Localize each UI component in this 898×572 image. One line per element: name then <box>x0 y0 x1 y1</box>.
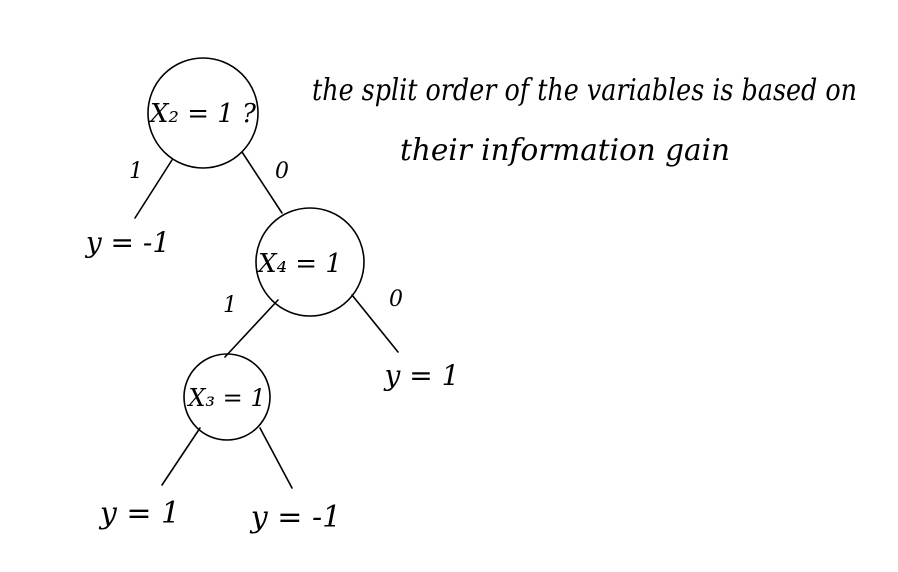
edge-label-x4-right: 0 <box>389 287 403 312</box>
note-line-2: their information gain <box>400 133 730 168</box>
leaf-4: y = -1 <box>249 500 341 535</box>
edge-x3-to-leaf-3 <box>161 427 201 486</box>
node-x2-label: X₂ = 1 ? <box>148 99 257 129</box>
edge-label-x4-left: 1 <box>223 293 237 318</box>
edge-x4-to-leaf-2 <box>351 294 399 353</box>
edge-x4-to-x3 <box>224 299 279 358</box>
node-x4-label: X₄ = 1 <box>256 249 342 279</box>
edge-root-to-x4 <box>241 151 283 214</box>
leaf-3: y = 1 <box>98 496 180 531</box>
edge-label-root-left: 1 <box>129 159 143 184</box>
node-x3-label: X₃ = 1 <box>186 384 265 412</box>
note-line-1: the split order of the variables is base… <box>312 73 857 108</box>
leaf-2: y = 1 <box>383 359 460 392</box>
edge-x3-to-leaf-4 <box>259 427 293 489</box>
node-x4 <box>255 207 365 317</box>
leaf-1: y = -1 <box>84 226 170 259</box>
edge-label-root-right: 0 <box>275 159 289 184</box>
node-x3 <box>183 353 271 441</box>
edge-root-to-leaf-1 <box>134 159 173 219</box>
node-x2 <box>147 57 259 169</box>
